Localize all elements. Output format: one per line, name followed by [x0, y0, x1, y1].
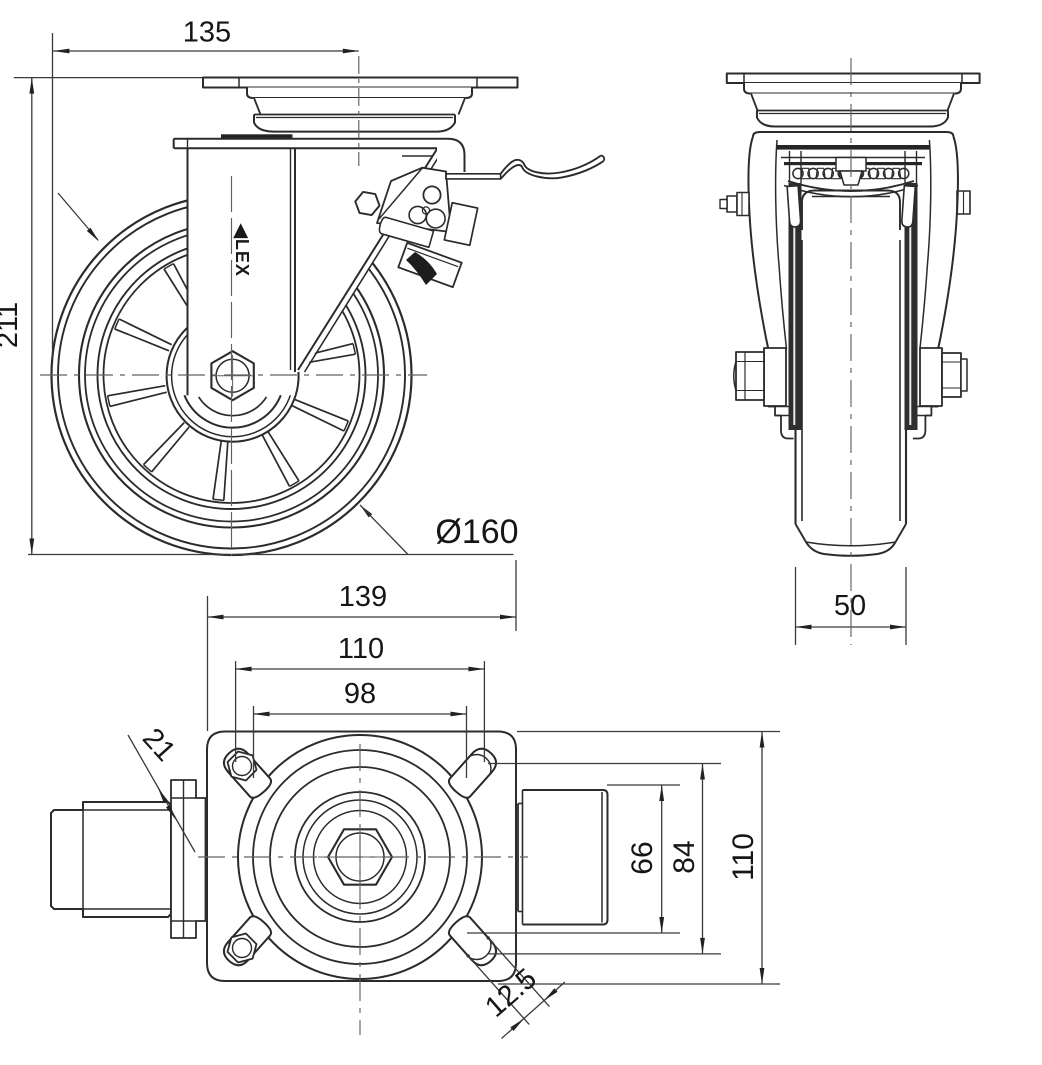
svg-text:98: 98 [344, 678, 376, 710]
svg-text:Ø160: Ø160 [435, 513, 518, 551]
svg-text:139: 139 [339, 581, 387, 613]
svg-text:135: 135 [183, 17, 231, 49]
svg-text:211: 211 [0, 302, 24, 348]
svg-text:◀LEX: ◀LEX [232, 223, 252, 277]
svg-text:110: 110 [338, 633, 384, 665]
svg-text:66: 66 [626, 841, 659, 874]
svg-text:84: 84 [668, 840, 701, 873]
svg-text:110: 110 [727, 833, 760, 881]
svg-text:50: 50 [834, 590, 866, 622]
